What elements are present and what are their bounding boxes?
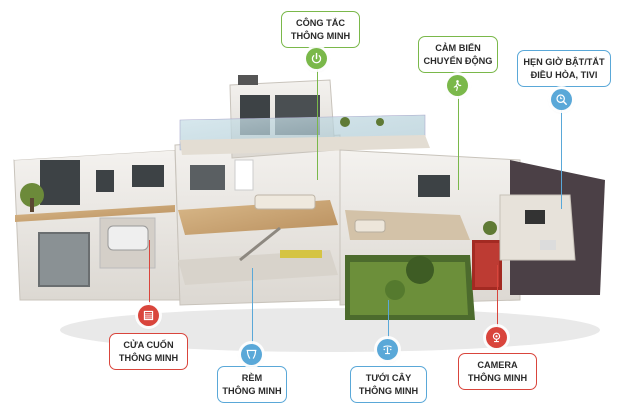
camera-icon <box>486 327 507 348</box>
connector-switch <box>316 66 318 180</box>
motion-sensor-icon <box>447 75 468 96</box>
callout-motion-sensor-line1: CẢM BIẾN <box>435 43 481 53</box>
connector-timer <box>561 109 563 209</box>
callout-motion-sensor-line2: CHUYỂN ĐỘNG <box>423 55 493 66</box>
callout-smart-switch-line2: THÔNG MINH <box>290 30 351 41</box>
callout-timer-ac-tv-line1: HẸN GIỜ BẬT/TẮT <box>523 57 605 67</box>
callout-timer-ac-tv-line2: ĐIỀU HÒA, TIVI <box>530 69 598 80</box>
callout-smart-switch: CÔNG TẮC THÔNG MINH <box>281 11 360 48</box>
power-icon <box>306 48 327 69</box>
callout-smart-camera-line2: THÔNG MINH <box>467 372 528 383</box>
callout-smart-camera: CAMERA THÔNG MINH <box>458 353 537 390</box>
callout-smart-irrigation-line1: TƯỚI CÂY <box>365 373 412 383</box>
sprinkler-icon <box>377 339 398 360</box>
callout-smart-shutter-line1: CỬA CUỐN <box>123 340 174 350</box>
shutter-door-icon <box>138 305 159 326</box>
connector-curtain <box>251 268 253 348</box>
callout-timer-ac-tv: HẸN GIỜ BẬT/TẮT ĐIỀU HÒA, TIVI <box>517 50 611 87</box>
callout-smart-curtain-line1: RÈM <box>241 373 263 383</box>
callout-smart-camera-line1: CAMERA <box>477 360 518 370</box>
connector-camera <box>496 265 498 332</box>
callout-motion-sensor: CẢM BIẾN CHUYỂN ĐỘNG <box>418 36 498 73</box>
timer-search-icon <box>551 89 572 110</box>
connector-irrigation <box>387 300 389 338</box>
callout-smart-curtain-line2: THÔNG MINH <box>222 385 282 396</box>
curtain-icon <box>241 344 262 365</box>
connector-motion <box>457 90 459 190</box>
connector-shutter <box>148 240 150 306</box>
callout-smart-shutter-line2: THÔNG MINH <box>118 352 179 363</box>
callout-smart-curtain: RÈM THÔNG MINH <box>217 366 287 403</box>
callout-smart-irrigation: TƯỚI CÂY THÔNG MINH <box>350 366 427 403</box>
callout-smart-switch-line1: CÔNG TẮC <box>296 18 345 28</box>
callout-smart-shutter: CỬA CUỐN THÔNG MINH <box>109 333 188 370</box>
callout-smart-irrigation-line2: THÔNG MINH <box>358 385 419 396</box>
